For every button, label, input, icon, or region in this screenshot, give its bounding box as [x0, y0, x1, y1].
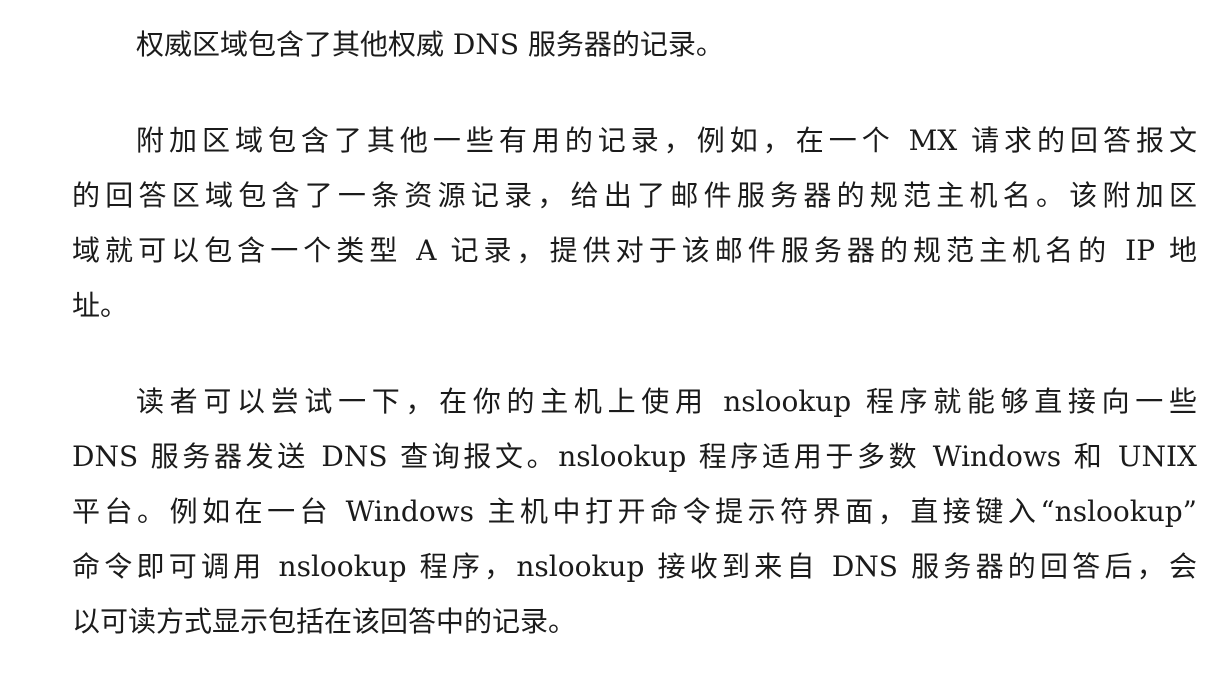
paragraph-additional-line-4: 址。: [72, 289, 129, 322]
paragraph-authority-line-1: 权威区域包含了其他权威 DNS 服务器的记录。: [136, 28, 724, 61]
paragraph-nslookup-line-5: 以可读方式显示包括在该回答中的记录。: [72, 605, 577, 638]
paragraph-additional-line-1: 附加区域包含了其他一些有用的记录，例如，在一个 MX 请求的回答报文: [136, 124, 1197, 157]
paragraph-nslookup-line-1: 读者可以尝试一下，在你的主机上使用 nslookup 程序就能够直接向一些: [136, 385, 1197, 418]
paragraph-nslookup-line-3: 平台。例如在一台 Windows 主机中打开命令提示符界面，直接键入“nsloo…: [72, 495, 1197, 528]
paragraph-nslookup-line-2: DNS 服务器发送 DNS 查询报文。nslookup 程序适用于多数 Wind…: [72, 440, 1197, 473]
paragraph-additional-line-3: 域就可以包含一个类型 A 记录，提供对于该邮件服务器的规范主机名的 IP 地: [72, 234, 1197, 267]
paragraph-nslookup-line-4: 命令即可调用 nslookup 程序，nslookup 接收到来自 DNS 服务…: [72, 550, 1197, 583]
paragraph-additional-line-2: 的回答区域包含了一条资源记录，给出了邮件服务器的规范主机名。该附加区: [72, 179, 1197, 212]
